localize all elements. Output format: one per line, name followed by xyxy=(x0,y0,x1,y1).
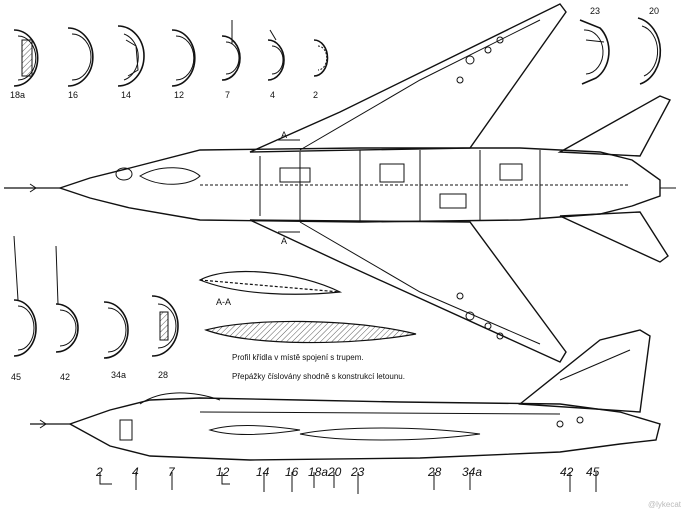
frame-label-20: 20 xyxy=(649,6,660,16)
frame-label-2: 2 xyxy=(313,90,319,100)
left-frame-sections xyxy=(13,235,179,359)
station-34a: 34a xyxy=(462,465,483,479)
frame-station-ticks xyxy=(99,472,597,494)
frame-14-section xyxy=(117,25,145,87)
frame-7-section xyxy=(221,20,241,81)
station-42: 42 xyxy=(560,465,574,479)
caption-wing-profile: Profil křídla v místě spojení s trupem. xyxy=(232,353,364,362)
frame-18a-section xyxy=(13,29,39,87)
frame-label-7: 7 xyxy=(225,90,231,100)
frame-28-section xyxy=(151,295,179,357)
station-18a: 18a xyxy=(308,465,329,479)
station-14: 14 xyxy=(256,465,270,479)
side-view xyxy=(30,329,661,461)
station-23: 23 xyxy=(351,465,365,479)
frame-4-section xyxy=(267,29,285,81)
frame-12-section xyxy=(171,29,196,87)
frame-label-14: 14 xyxy=(121,90,132,100)
airfoil-section-hatched xyxy=(204,320,417,344)
station-2: 2 xyxy=(96,465,103,479)
station-16: 16 xyxy=(285,465,299,479)
station-4: 4 xyxy=(132,465,139,479)
frame-label-16: 16 xyxy=(68,90,79,100)
watermark: @lykecat xyxy=(648,500,682,509)
frame-label-28: 28 xyxy=(158,370,169,380)
airfoil-section-outline xyxy=(198,270,343,295)
section-label-a-a: A-A xyxy=(216,297,232,307)
section-mark-a-upper: A xyxy=(281,130,288,140)
section-cut-lines xyxy=(278,139,300,233)
station-28: 28 xyxy=(428,465,442,479)
frame-label-4: 4 xyxy=(270,90,276,100)
station-12: 12 xyxy=(216,465,230,479)
frame-label-42: 42 xyxy=(60,372,71,382)
frame-label-45: 45 xyxy=(11,372,22,382)
frame-34a-section xyxy=(103,301,129,359)
station-20: 20 xyxy=(328,465,342,479)
station-45: 45 xyxy=(586,465,600,479)
right-frame-sections xyxy=(579,17,662,85)
frame-23-section xyxy=(579,19,610,85)
frame-42-section xyxy=(55,245,79,353)
frame-45-section xyxy=(13,235,37,357)
station-7: 7 xyxy=(168,465,175,479)
frame-16-section xyxy=(67,27,94,87)
caption-frame-numbering: Přepážky číslovány shodně s konstrukcí l… xyxy=(232,372,405,381)
frame-label-18a: 18a xyxy=(10,90,26,100)
top-frame-sections xyxy=(13,20,329,87)
frame-20-section xyxy=(637,17,662,85)
frame-label-34a: 34a xyxy=(111,370,127,380)
plan-view xyxy=(4,3,676,363)
frame-2-section xyxy=(313,39,329,77)
frame-label-23: 23 xyxy=(590,6,601,16)
section-mark-a-lower: A xyxy=(281,236,288,246)
frame-label-12: 12 xyxy=(174,90,185,100)
